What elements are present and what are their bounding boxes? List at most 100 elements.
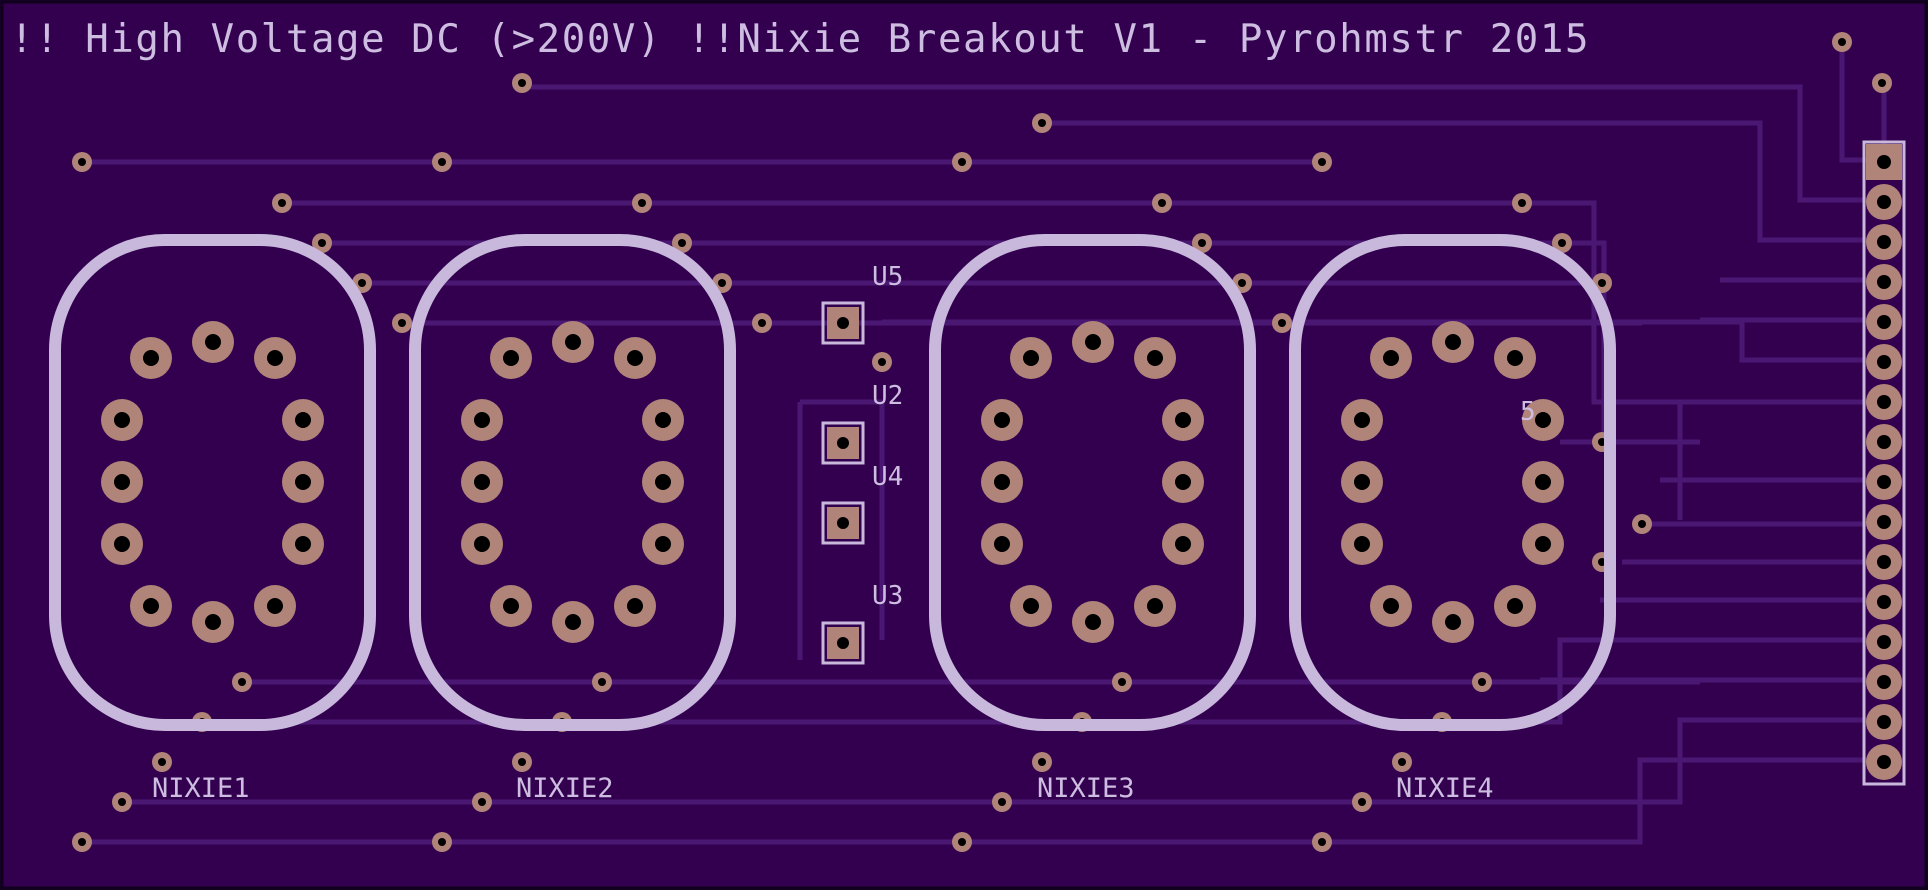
tube-pin-drill [565,334,581,350]
header-pin-13 [1866,624,1902,660]
via-39 [1392,752,1412,772]
tube-pin-drill [267,598,283,614]
label-u3: U3 [872,581,903,611]
header-warning-text: !! High Voltage DC (>200V) !!Nixie Break… [10,17,1590,62]
tube-pin-drill [1085,334,1101,350]
tube-pin-drill [295,536,311,552]
header-pin-drill [1877,435,1891,449]
header-pin-5 [1866,304,1902,340]
via-drill [1518,199,1526,207]
tube-pin-drill [565,614,581,630]
via-drill [998,798,1006,806]
tube-outline [409,234,736,731]
tube-pin-drill [1445,334,1461,350]
via-42 [992,792,1012,812]
tube-pin-drill [1354,474,1370,490]
header-pin-drill [1877,715,1891,729]
via-36 [152,752,172,772]
via-30 [1112,672,1132,692]
via-18 [752,313,772,333]
via-11 [1192,233,1212,253]
pad-u4 [821,501,865,545]
via-31 [1472,672,1492,692]
via-drill [1358,798,1366,806]
smd-pads [821,301,865,665]
header-pin-15 [1866,704,1902,740]
pad-drill [837,317,849,329]
tube-pin-drill [295,412,311,428]
via-drill [398,319,406,327]
tube-outline [49,234,376,731]
via-drill [758,319,766,327]
header-pin-drill [1877,275,1891,289]
via-17 [392,313,412,333]
header-pin-drill [1877,595,1891,609]
via-drill [1238,279,1246,287]
header-pin-drill [1877,675,1891,689]
via-20 [512,73,532,93]
tube-pin-drill [1445,614,1461,630]
trace-2 [282,200,1868,405]
via-drill [478,798,486,806]
tube-pin-drill [1354,412,1370,428]
tube-pin-drill [1175,412,1191,428]
tube-pin-drill [295,474,311,490]
trace-16 [800,399,885,640]
via-drill [638,199,646,207]
via-drill [1158,199,1166,207]
via-9 [312,233,332,253]
trace-7 [1042,120,1882,243]
stray-silk-label: 5 [1520,397,1536,427]
nixie-tube-4 [1289,234,1616,731]
via-41 [472,792,492,812]
label-nixie1: NIXIE1 [152,773,250,804]
header-pin-14 [1866,664,1902,700]
header-pin-12 [1866,584,1902,620]
tube-pin-drill [655,474,671,490]
tube-pin-drill [143,350,159,366]
via-drill [518,758,526,766]
via-6 [632,193,652,213]
label-nixie4: NIXIE4 [1396,773,1494,804]
pad-outline [821,621,865,665]
via-drill [1638,520,1646,528]
via-drill [678,239,686,247]
tube-outline [929,234,1256,731]
via-drill [1878,79,1886,87]
label-u2: U2 [872,381,903,411]
via-1 [72,152,92,172]
via-drill [958,838,966,846]
tube-pin-drill [1535,536,1551,552]
pad-drill [837,517,849,529]
tube-outline [1289,234,1616,731]
header-pin-drill [1877,635,1891,649]
header-pin-drill [1877,475,1891,489]
header-pin-drill [1877,515,1891,529]
header-pin-11 [1866,544,1902,580]
tube-pin-drill [994,474,1010,490]
pad-outline [821,501,865,545]
tube-pin-drill [267,350,283,366]
label-nixie3: NIXIE3 [1037,773,1135,804]
tube-pin-drill [1147,350,1163,366]
tube-pin-drill [474,412,490,428]
via-2 [432,152,452,172]
via-drill [358,279,366,287]
via-37 [512,752,532,772]
tube-pin-drill [655,536,671,552]
trace-11 [122,717,1882,805]
via-drill [718,279,726,287]
via-drill [438,158,446,166]
via-drill [78,838,86,846]
header-pin-drill [1877,315,1891,329]
tube-pin-drill [474,536,490,552]
tube-pin-drill [1535,474,1551,490]
via-drill [1398,758,1406,766]
tube-pin-drill [114,536,130,552]
via-4 [1312,152,1332,172]
tube-pin-drill [1383,598,1399,614]
tube-pin-drill [1175,536,1191,552]
via-drill [1558,239,1566,247]
via-drill [158,758,166,766]
via-drill [118,798,126,806]
